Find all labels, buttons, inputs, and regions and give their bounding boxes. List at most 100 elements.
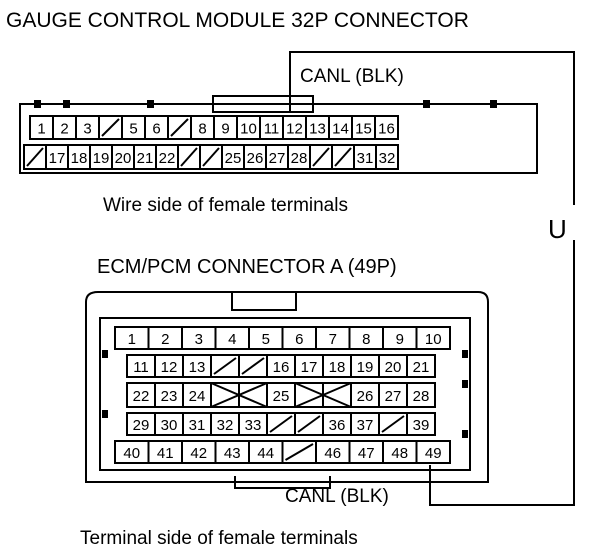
ecm-canl-label: CANL (BLK)	[285, 486, 389, 507]
gauge-pin-number: 28	[291, 150, 308, 167]
gauge-pin-18: 18	[67, 144, 91, 170]
ecm-pin-4: 4	[214, 326, 250, 350]
ecm-pin-number: 28	[413, 388, 430, 405]
gauge-pin-5: 5	[121, 115, 146, 140]
ecm-pin-27: 27	[378, 382, 408, 408]
ecm-pin-number: 1	[128, 331, 136, 348]
gauge-pin-8: 8	[190, 115, 215, 140]
gauge-empty-cavity	[167, 115, 192, 140]
ecm-pin-1: 1	[114, 326, 150, 350]
ecm-pin-20: 20	[378, 354, 408, 378]
ecm-pin-29: 29	[126, 412, 156, 436]
ecm-pin-number: 36	[329, 417, 346, 434]
gauge-pin-number: 14	[332, 121, 349, 138]
ecm-pin-number: 13	[189, 359, 206, 376]
gauge-pin-number: 26	[247, 150, 264, 167]
ecm-pin-number: 11	[133, 359, 149, 376]
ecm-pin-number: 41	[157, 445, 174, 462]
ecm-pin-number: 47	[358, 445, 375, 462]
ecm-empty-cavity	[266, 412, 296, 436]
ecm-pin-17: 17	[294, 354, 324, 378]
ecm-pin-number: 29	[133, 417, 150, 434]
ecm-pin-49: 49	[415, 440, 451, 464]
gauge-pin-10: 10	[236, 115, 261, 140]
canl-test-wire	[289, 51, 575, 506]
ecm-empty-cavity	[210, 354, 240, 378]
gauge-pin-3: 3	[75, 115, 100, 140]
ecm-pin-number: 5	[262, 331, 270, 348]
ecm-pin-number: 40	[123, 445, 140, 462]
ecm-empty-cavity	[322, 382, 352, 408]
gauge-pin-number: 6	[152, 121, 160, 138]
gauge-empty-cavity	[199, 144, 223, 170]
ecm-pin-number: 30	[161, 417, 178, 434]
gauge-empty-cavity	[98, 115, 123, 140]
gauge-connector-title: GAUGE CONTROL MODULE 32P CONNECTOR	[6, 9, 469, 32]
gauge-pin-number: 25	[225, 150, 242, 167]
ecm-pin-number: 18	[329, 359, 346, 376]
ecm-pin-11: 11	[126, 354, 156, 378]
gauge-pin-number: 3	[83, 121, 91, 138]
gauge-pin-number: 9	[221, 121, 229, 138]
ecm-pin-18: 18	[322, 354, 352, 378]
ecm-pin-42: 42	[181, 440, 217, 464]
ecm-pin-number: 25	[273, 388, 290, 405]
ecm-pin-23: 23	[154, 382, 184, 408]
gauge-pin-26: 26	[243, 144, 267, 170]
ecm-pin-number: 4	[228, 331, 236, 348]
ecm-pin-number: 9	[396, 331, 404, 348]
ecm-pin-number: 31	[189, 417, 206, 434]
ecm-pin-32: 32	[210, 412, 240, 436]
gauge-empty-cavity	[177, 144, 201, 170]
ecm-connector-housing	[85, 291, 489, 489]
ecm-view-caption: Terminal side of female terminals	[80, 528, 358, 549]
ecm-pin-number: 20	[385, 359, 402, 376]
ecm-pin-number: 27	[385, 388, 402, 405]
gauge-pin-2: 2	[52, 115, 77, 140]
ecm-pin-43: 43	[214, 440, 250, 464]
ecm-pin-number: 49	[425, 445, 442, 462]
ecm-blocked-cavity-x	[294, 382, 352, 408]
ecm-pin-number: 2	[161, 331, 169, 348]
ecm-pin-number: 23	[161, 388, 178, 405]
ecm-pin-22: 22	[126, 382, 156, 408]
ecm-pin-number: 32	[217, 417, 234, 434]
ecm-pin-number: 3	[195, 331, 203, 348]
ecm-pin-number: 48	[391, 445, 408, 462]
ecm-pin-30: 30	[154, 412, 184, 436]
gauge-view-caption: Wire side of female terminals	[103, 195, 348, 216]
gauge-empty-cavity	[331, 144, 355, 170]
ecm-pin-40: 40	[114, 440, 150, 464]
ecm-pin-10: 10	[415, 326, 451, 350]
gauge-empty-cavity	[309, 144, 333, 170]
ecm-empty-cavity	[281, 440, 317, 464]
ecm-pin-number: 37	[357, 417, 374, 434]
ecm-empty-cavity	[294, 382, 324, 408]
ecm-pin-number: 10	[425, 331, 442, 348]
gauge-pin-number: 27	[269, 150, 286, 167]
gauge-pin-number: 1	[37, 121, 45, 138]
ecm-pin-16: 16	[266, 354, 296, 378]
gauge-pin-number: 16	[378, 121, 395, 138]
ecm-pin-5: 5	[248, 326, 284, 350]
gauge-pin-number: 10	[240, 121, 257, 138]
gauge-pin-1: 1	[29, 115, 54, 140]
gauge-pin-25: 25	[221, 144, 245, 170]
gauge-empty-cavity	[23, 144, 47, 170]
ecm-empty-cavity	[210, 382, 240, 408]
gauge-canl-label: CANL (BLK)	[300, 66, 404, 87]
gauge-pin-number: 15	[355, 121, 372, 138]
ecm-pin-41: 41	[147, 440, 183, 464]
gauge-pin-13: 13	[305, 115, 330, 140]
ecm-pin-number: 43	[224, 445, 241, 462]
ecm-connector-title: ECM/PCM CONNECTOR A (49P)	[97, 256, 397, 278]
ecm-pin-13: 13	[182, 354, 212, 378]
ecm-pin-number: 7	[329, 331, 337, 348]
continuity-icon: U	[548, 214, 567, 244]
gauge-pin-number: 13	[309, 121, 326, 138]
